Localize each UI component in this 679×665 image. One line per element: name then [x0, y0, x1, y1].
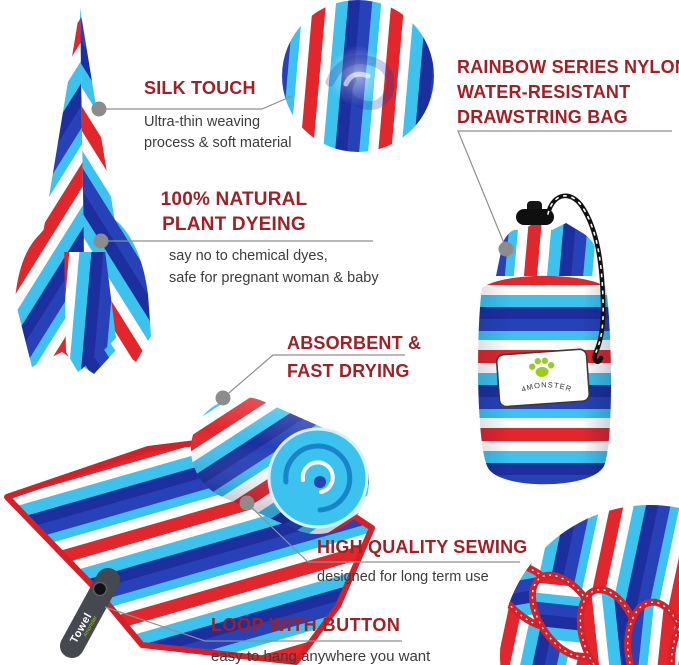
plant-dyeing-title: 100% NATURAL PLANT DYEING	[148, 187, 320, 237]
sewing-desc: designed for long term use	[317, 569, 489, 585]
bag-brand-label: 4MONSTER	[495, 348, 591, 408]
sewing-detail-circle	[500, 505, 679, 665]
callout-line-silk-touch	[99, 95, 293, 110]
drawstring-bag-title-line1: RAINBOW SERIES NYLON	[457, 57, 679, 77]
absorbent-title-line1: ABSORBENT &	[287, 333, 422, 353]
callout-dot-sewing	[239, 495, 255, 511]
callout-dot-drawstring-bag	[498, 241, 514, 257]
silk-touch-title: SILK TOUCH	[144, 78, 256, 98]
drawstring-bag-title-line2: WATER-RESISTANT	[457, 82, 631, 102]
silk-touch-desc: Ultra-thin weaving process & soft materi…	[144, 112, 291, 153]
plant-dyeing-desc-line1: say no to chemical dyes,	[169, 248, 328, 264]
silk-touch-desc-line2: process & soft material	[144, 134, 292, 151]
callout-line-sewing	[246, 502, 520, 563]
bag-drawstring-cord	[545, 193, 606, 365]
plant-dyeing-title-line1: 100% NATURAL	[160, 189, 308, 210]
plant-dyeing-desc: say no to chemical dyes, safe for pregna…	[169, 246, 379, 289]
bag-toggle	[516, 201, 554, 225]
drawstring-bag: 4MONSTER	[478, 193, 611, 485]
hanging-towel-front-panel	[64, 242, 116, 372]
plant-dyeing-title-line2: PLANT DYEING	[162, 214, 306, 235]
callout-line-absorbent	[222, 354, 405, 399]
hang-tag: Towel 4monster	[60, 568, 120, 658]
callout-lines	[99, 95, 672, 642]
callout-dot-silk-touch	[91, 101, 107, 117]
brand-paw-icon	[528, 357, 555, 377]
hanging-towel-fold-right	[80, 8, 120, 252]
callout-line-loop	[104, 606, 402, 642]
drawstring-bag-title: RAINBOW SERIES NYLON WATER-RESISTANT DRA…	[457, 55, 679, 130]
silk-touch-desc-line1: Ultra-thin weaving	[144, 114, 261, 130]
roll-end-spiral	[267, 427, 369, 529]
absorbent-title-line2: FAST DRYING	[287, 361, 410, 381]
fabric-swirl-circle	[282, 0, 434, 152]
rolled-towel	[190, 397, 369, 535]
callout-dot-plant-dyeing	[93, 233, 109, 249]
sewing-title: HIGH QUALITY SEWING	[317, 537, 528, 557]
callout-line-drawstring-bag	[457, 130, 672, 249]
tag-button-hole	[92, 581, 108, 597]
bag-gather	[496, 222, 603, 276]
hanging-towel-fold-left	[40, 8, 84, 252]
callout-dots	[91, 101, 514, 511]
callout-dot-absorbent	[215, 390, 231, 406]
loop-title: LOOP WITH BUTTON	[211, 615, 401, 635]
loop-desc: easy to hang anywhere you want	[211, 648, 431, 665]
hanging-towel	[15, 8, 151, 374]
drawstring-bag-title-line3: DRAWSTRING BAG	[457, 107, 628, 127]
plant-dyeing-desc-line2: safe for pregnant woman & baby	[169, 269, 379, 286]
